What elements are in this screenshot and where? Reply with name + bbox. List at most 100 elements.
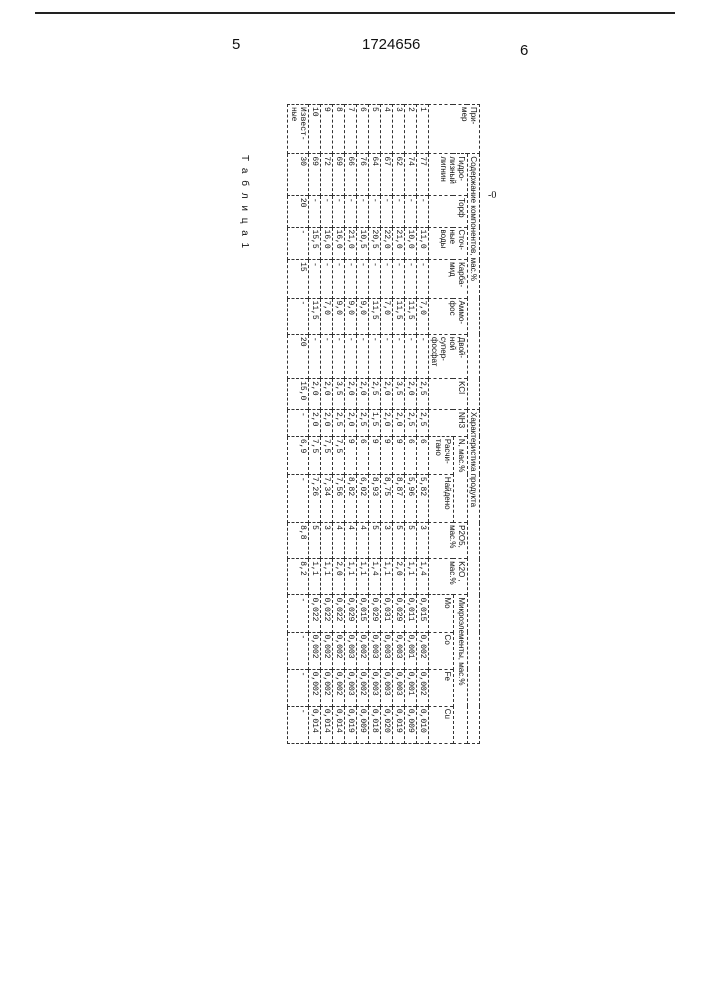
header-carbamide: Карба- мид bbox=[429, 260, 468, 298]
cell-carb: - bbox=[369, 260, 381, 298]
cell-ex: 9 bbox=[321, 105, 333, 154]
cell-nc: 9 bbox=[345, 436, 357, 474]
cell-nc: 7,5 bbox=[309, 436, 321, 474]
header-wastewater: Сточ- ные воды bbox=[429, 227, 468, 260]
cell-p: 5 bbox=[405, 523, 417, 559]
cell-co: 0,003 bbox=[369, 632, 381, 669]
cell-ex: 5 bbox=[369, 105, 381, 154]
header-kcl: KCl bbox=[429, 379, 468, 410]
cell-kcl: 2,0 bbox=[357, 379, 369, 410]
header-n-calc: Расчи- тано bbox=[429, 436, 454, 474]
cell-p: 5 bbox=[309, 523, 321, 559]
cell-carb: - bbox=[333, 260, 345, 298]
cell-nf: 7,56 bbox=[333, 474, 345, 522]
cell-nh3: 2,5 bbox=[417, 410, 429, 437]
cell-peat: - bbox=[405, 195, 417, 227]
cell-carb: - bbox=[405, 260, 417, 298]
cell-mo: 0,015 bbox=[357, 595, 369, 632]
cell-co: 0,002 bbox=[417, 632, 429, 669]
cell-peat: - bbox=[321, 195, 333, 227]
cell-sup: - bbox=[417, 334, 429, 378]
cell-kcl: 3,5 bbox=[393, 379, 405, 410]
header-cu: Cu bbox=[429, 706, 454, 743]
cell-ex: 6 bbox=[357, 105, 369, 154]
table-row: 362-21,0-11,5-3,52,098,8752,00,0290,0030… bbox=[393, 105, 405, 744]
cell-sup: - bbox=[345, 334, 357, 378]
right-page-number: 6 bbox=[520, 42, 528, 59]
cell-k: 1,1 bbox=[381, 559, 393, 595]
data-table: При- мер Содержание компонентов, мас.% Х… bbox=[287, 104, 480, 744]
left-page-number: 5 bbox=[232, 36, 240, 53]
table-row: 676-10,5-9,0-2,02,566,0241,10,0150,0020,… bbox=[357, 105, 369, 744]
cell-fe: 0,002 bbox=[333, 669, 345, 706]
cell-amm: - bbox=[288, 298, 309, 334]
cell-fe: 0,002 bbox=[417, 669, 429, 706]
cell-mo: 0,011 bbox=[405, 595, 417, 632]
cell-mo: 0,022 bbox=[309, 595, 321, 632]
cell-co: 0,002 bbox=[333, 632, 345, 669]
cell-kcl: 2,0 bbox=[405, 379, 417, 410]
cell-mo: 0,029 bbox=[393, 595, 405, 632]
cell-ww: 10,0 bbox=[405, 227, 417, 260]
cell-nh3: 2,5 bbox=[405, 410, 417, 437]
cell-p: 4 bbox=[345, 523, 357, 559]
cell-nh3: 2,5 bbox=[357, 410, 369, 437]
header-k2o: K2O , мас.% bbox=[429, 559, 468, 595]
cell-mo: 0,029 bbox=[369, 595, 381, 632]
header-n-found: Найдено bbox=[429, 474, 454, 522]
cell-peat: - bbox=[417, 195, 429, 227]
cell-k: 1,1 bbox=[321, 559, 333, 595]
cell-nf: 7,34 bbox=[321, 474, 333, 522]
cell-carb: - bbox=[417, 260, 429, 298]
cell-cu: 0,019 bbox=[345, 706, 357, 743]
cell-fe: 0,002 bbox=[321, 669, 333, 706]
header-fe: Fe bbox=[429, 669, 454, 706]
cell-amm: 11,5 bbox=[393, 298, 405, 334]
header-co: Co bbox=[429, 632, 454, 669]
cell-p: 8,8 bbox=[288, 523, 309, 559]
cell-k: 2,0 bbox=[393, 559, 405, 595]
cell-amm: 7,0 bbox=[321, 298, 333, 334]
cell-fe: 0,001 bbox=[405, 669, 417, 706]
cell-amm: 9,0 bbox=[345, 298, 357, 334]
cell-co: 0,003 bbox=[345, 632, 357, 669]
cell-k: 8,2 bbox=[288, 559, 309, 595]
cell-amm: 11,5 bbox=[309, 298, 321, 334]
cell-sup: - bbox=[333, 334, 345, 378]
cell-k: 1,1 bbox=[345, 559, 357, 595]
cell-nc: 9 bbox=[381, 436, 393, 474]
cell-nh3: 2,0 bbox=[345, 410, 357, 437]
cell-nf: - bbox=[288, 474, 309, 522]
cell-sup: - bbox=[309, 334, 321, 378]
cell-peat: - bbox=[369, 195, 381, 227]
header-ammophos: Аммо- фос bbox=[429, 298, 468, 334]
cell-co: 0,003 bbox=[381, 632, 393, 669]
cell-p: 3 bbox=[321, 523, 333, 559]
header-superphosphate: Двой- ной супер- фосфат bbox=[429, 334, 468, 378]
table-row: 177-11,0-7,0-2,52,565,8231,40,0150,0020,… bbox=[417, 105, 429, 744]
cell-carb: - bbox=[393, 260, 405, 298]
cell-lig: 64 bbox=[369, 154, 381, 196]
cell-nf: 8,93 bbox=[369, 474, 381, 522]
cell-lig: 67 bbox=[381, 154, 393, 196]
header-composition-group: Содержание компонентов, мас.% bbox=[468, 154, 480, 410]
cell-lig: 69 bbox=[309, 154, 321, 196]
cell-lig: 74 bbox=[405, 154, 417, 196]
cell-kcl: 2,0 bbox=[309, 379, 321, 410]
table-row: 869-16,0-9,0-3,52,57,57,5642,00,0220,002… bbox=[333, 105, 345, 744]
cell-sup: - bbox=[381, 334, 393, 378]
cell-ex: 7 bbox=[345, 105, 357, 154]
cell-kcl: 2,0 bbox=[345, 379, 357, 410]
header-lignin: Гидро- лизный лигнин bbox=[429, 154, 468, 196]
cell-ww: 21,0 bbox=[345, 227, 357, 260]
cell-co: 0,001 bbox=[405, 632, 417, 669]
cell-peat: - bbox=[309, 195, 321, 227]
cell-nh3: 2,0 bbox=[309, 410, 321, 437]
cell-nh3: - bbox=[288, 410, 309, 437]
cell-nc: 7,5 bbox=[333, 436, 345, 474]
cell-ww: 22,0 bbox=[381, 227, 393, 260]
cell-sup: 20 bbox=[288, 334, 309, 378]
cell-cu: 0,014 bbox=[321, 706, 333, 743]
cell-mo: 0,022 bbox=[321, 595, 333, 632]
cell-nf: 5,82 bbox=[417, 474, 429, 522]
